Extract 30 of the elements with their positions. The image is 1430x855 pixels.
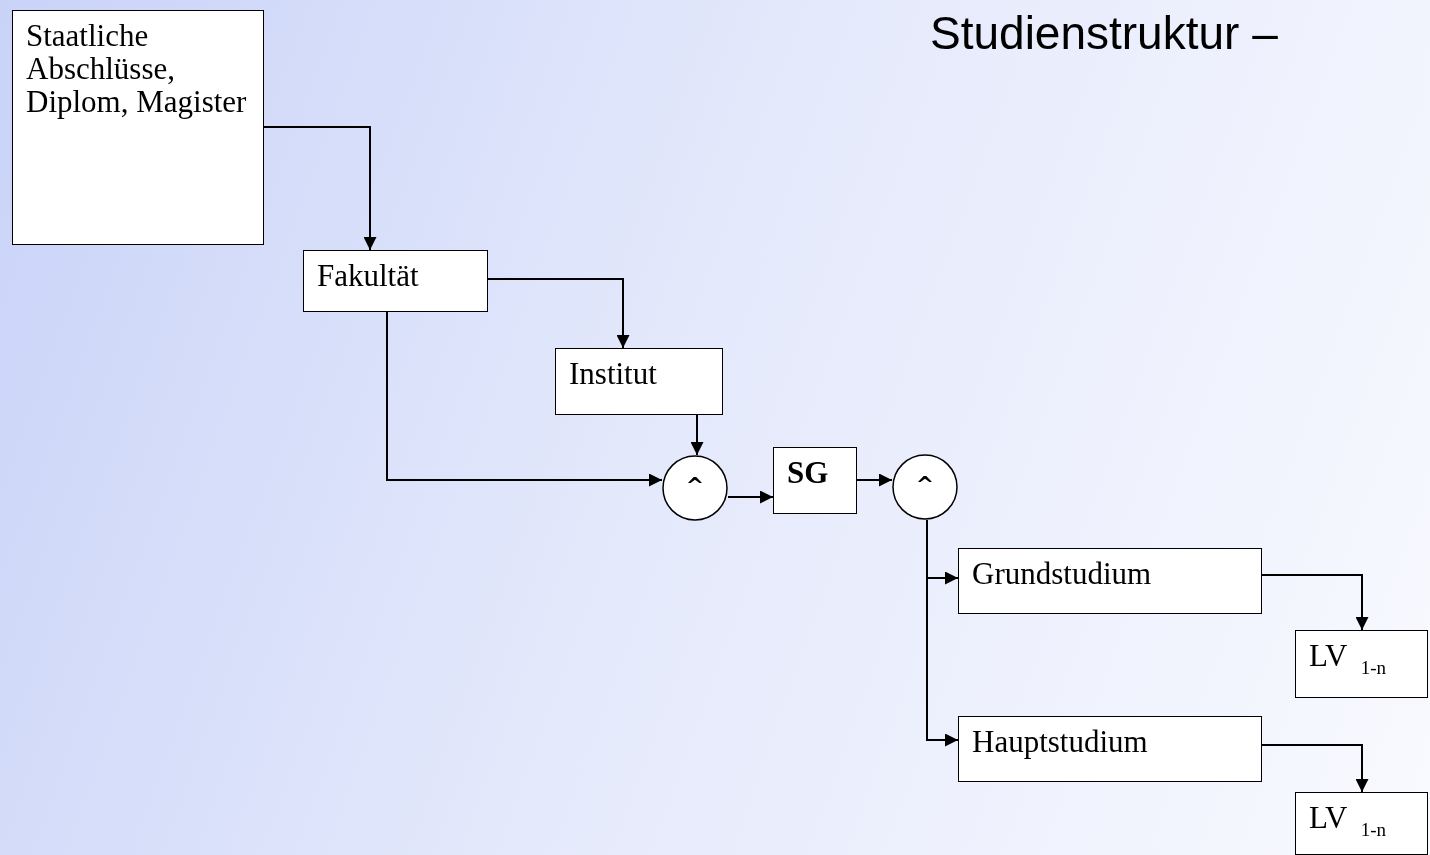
arrow [727,490,774,504]
node-label: LV $_{1-n}$ [1309,801,1386,842]
node-label: Institut [569,357,657,390]
process-box [555,348,723,415]
node-label: SG [787,456,829,489]
process-box [958,548,1262,614]
node-label: Hauptstudium [972,725,1148,758]
node-label: Fakultät [317,259,419,292]
process-box [303,250,488,312]
arrow [487,278,630,349]
process-box [12,10,264,245]
junction-circle [892,454,958,520]
junction-circle [662,455,728,521]
node-label: Grundstudium [972,557,1152,590]
process-box [1295,630,1428,698]
node-label: Staatliche Abschlüsse, Diplom, Magister [26,19,248,118]
arrow [1261,574,1369,631]
arrow [856,473,893,487]
arrow [263,126,377,251]
node-label: LV $_{1-n}$ [1309,639,1386,680]
arrow [1261,744,1369,793]
arrow [386,311,663,487]
node-label: ^ [684,472,706,500]
process-box [1295,792,1428,855]
process-box [773,447,857,514]
arrow [690,414,704,456]
arrow [926,519,959,747]
process-box [958,716,1262,782]
slide-title: Studienstruktur – [930,8,1278,58]
node-label: ^ [914,471,936,499]
